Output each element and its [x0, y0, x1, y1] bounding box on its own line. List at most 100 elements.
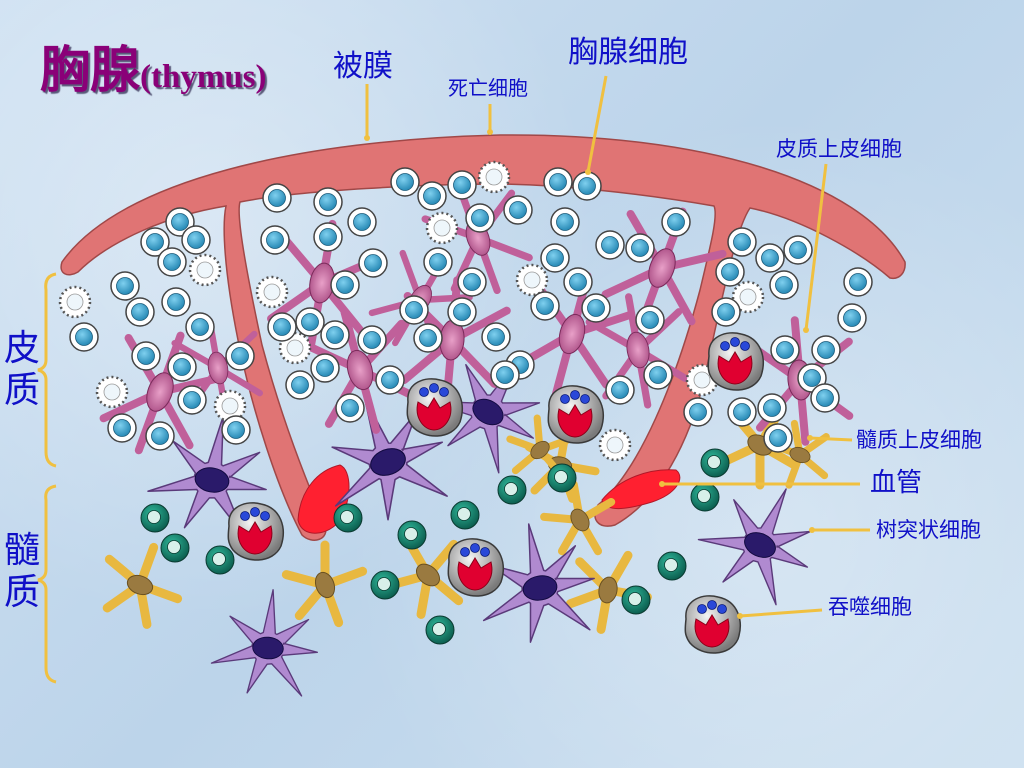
dendritic-cell: [147, 415, 267, 538]
pointer-line: [804, 163, 828, 331]
pointer-line: [809, 436, 853, 442]
thymocyte: [457, 267, 487, 297]
thymocyte: [262, 183, 292, 213]
thymocyte: [715, 257, 745, 287]
medullary-epithelial-cell: [102, 542, 183, 629]
thymocyte: [811, 335, 841, 365]
label-macrophage: 吞噬细胞: [828, 595, 912, 619]
thymocyte: [357, 325, 387, 355]
label-thymocyte: 胸腺细胞: [568, 35, 688, 70]
thymocyte: [177, 385, 207, 415]
dendritic-cells: [147, 357, 812, 697]
medullary-lymphocyte: [160, 533, 190, 563]
thymocyte: [540, 243, 570, 273]
macrophages: [227, 332, 764, 654]
thymocyte: [503, 195, 533, 225]
thymocyte: [550, 207, 580, 237]
thymocyte: [755, 243, 785, 273]
macrophage: [406, 378, 463, 437]
medullary-lymphocyte: [425, 615, 455, 645]
dead-cell: [477, 160, 511, 194]
region-label-medulla: 髓质: [3, 530, 40, 613]
medullary-lymphocyte: [657, 551, 687, 581]
thymocyte: [661, 207, 691, 237]
medullary-lymphocyte: [140, 503, 170, 533]
capsule-body: [60, 134, 906, 541]
thymocyte: [635, 305, 665, 335]
label-capsule: 被膜: [333, 49, 393, 84]
macrophage: [447, 538, 504, 597]
thymocyte: [769, 270, 799, 300]
thymocyte: [313, 187, 343, 217]
thymocyte: [335, 393, 365, 423]
dead-cell: [95, 375, 129, 409]
thymocyte: [167, 352, 197, 382]
pointer-tip: [737, 613, 743, 619]
thymocyte: [161, 287, 191, 317]
page-title: 胸腺(thymus): [40, 30, 267, 102]
thymocyte: [330, 270, 360, 300]
region-brackets: [37, 272, 57, 684]
macrophage: [684, 595, 741, 654]
thymocyte: [763, 423, 793, 453]
thymocyte: [125, 297, 155, 327]
capsule: [60, 134, 906, 541]
thymocyte: [595, 230, 625, 260]
thymocyte: [285, 370, 315, 400]
pointer-tip: [803, 327, 809, 333]
title-chinese: 胸腺: [40, 41, 140, 99]
thymocyte: [399, 295, 429, 325]
thymocyte: [413, 323, 443, 353]
pointer-tip: [659, 481, 665, 487]
thymocyte: [358, 248, 388, 278]
pointer-tip: [585, 169, 591, 175]
dead-cell: [255, 275, 289, 309]
pointer-tip: [487, 129, 493, 135]
dead-cells: [58, 160, 765, 462]
dendritic-cell: [482, 523, 595, 643]
thymocyte: [543, 167, 573, 197]
medullary-lymphocyte: [370, 570, 400, 600]
medullary-epithelial-cells: [102, 405, 830, 634]
medullary-lymphocytes: [140, 448, 730, 645]
medullary-lymphocyte: [690, 482, 720, 512]
thymocyte: [572, 171, 602, 201]
label-cortical-epithelial: 皮质上皮细胞: [776, 137, 902, 161]
title-english: (thymus): [140, 59, 267, 95]
medullary-lymphocyte: [700, 448, 730, 478]
label-dead-cell: 死亡细胞: [448, 76, 528, 100]
medullary-lymphocyte: [333, 503, 363, 533]
pointer-tip: [809, 527, 815, 533]
macrophage: [547, 385, 604, 444]
dead-cell: [188, 253, 222, 287]
thymocyte: [267, 312, 297, 342]
cortex-bracket: [37, 272, 57, 468]
medullary-lymphocyte: [621, 585, 651, 615]
blood-vessel: [601, 469, 681, 509]
medullary-lymphocyte: [450, 500, 480, 530]
label-blood-vessel: 血管: [870, 468, 923, 498]
pointer-lines: [364, 75, 870, 619]
thymocyte: [295, 307, 325, 337]
thymocyte: [447, 297, 477, 327]
dead-cell: [515, 263, 549, 297]
thymocyte: [711, 297, 741, 327]
thymocyte: [770, 335, 800, 365]
label-dendritic-cell: 树突状细胞: [876, 518, 981, 542]
medulla-bracket: [37, 484, 57, 684]
thymocyte: [625, 233, 655, 263]
medullary-lymphocyte: [397, 520, 427, 550]
thymocyte: [727, 397, 757, 427]
pointer-line: [586, 75, 608, 173]
medullary-epithelial-cell: [281, 540, 368, 628]
thymocyte: [157, 247, 187, 277]
dead-cell: [731, 280, 765, 314]
thymocyte: [465, 203, 495, 233]
thymocyte: [181, 225, 211, 255]
thymocyte: [417, 181, 447, 211]
dendritic-cell: [331, 397, 448, 521]
thymocyte: [563, 267, 593, 297]
dead-cell: [425, 211, 459, 245]
dead-cell: [598, 428, 632, 462]
thymocyte: [225, 341, 255, 371]
